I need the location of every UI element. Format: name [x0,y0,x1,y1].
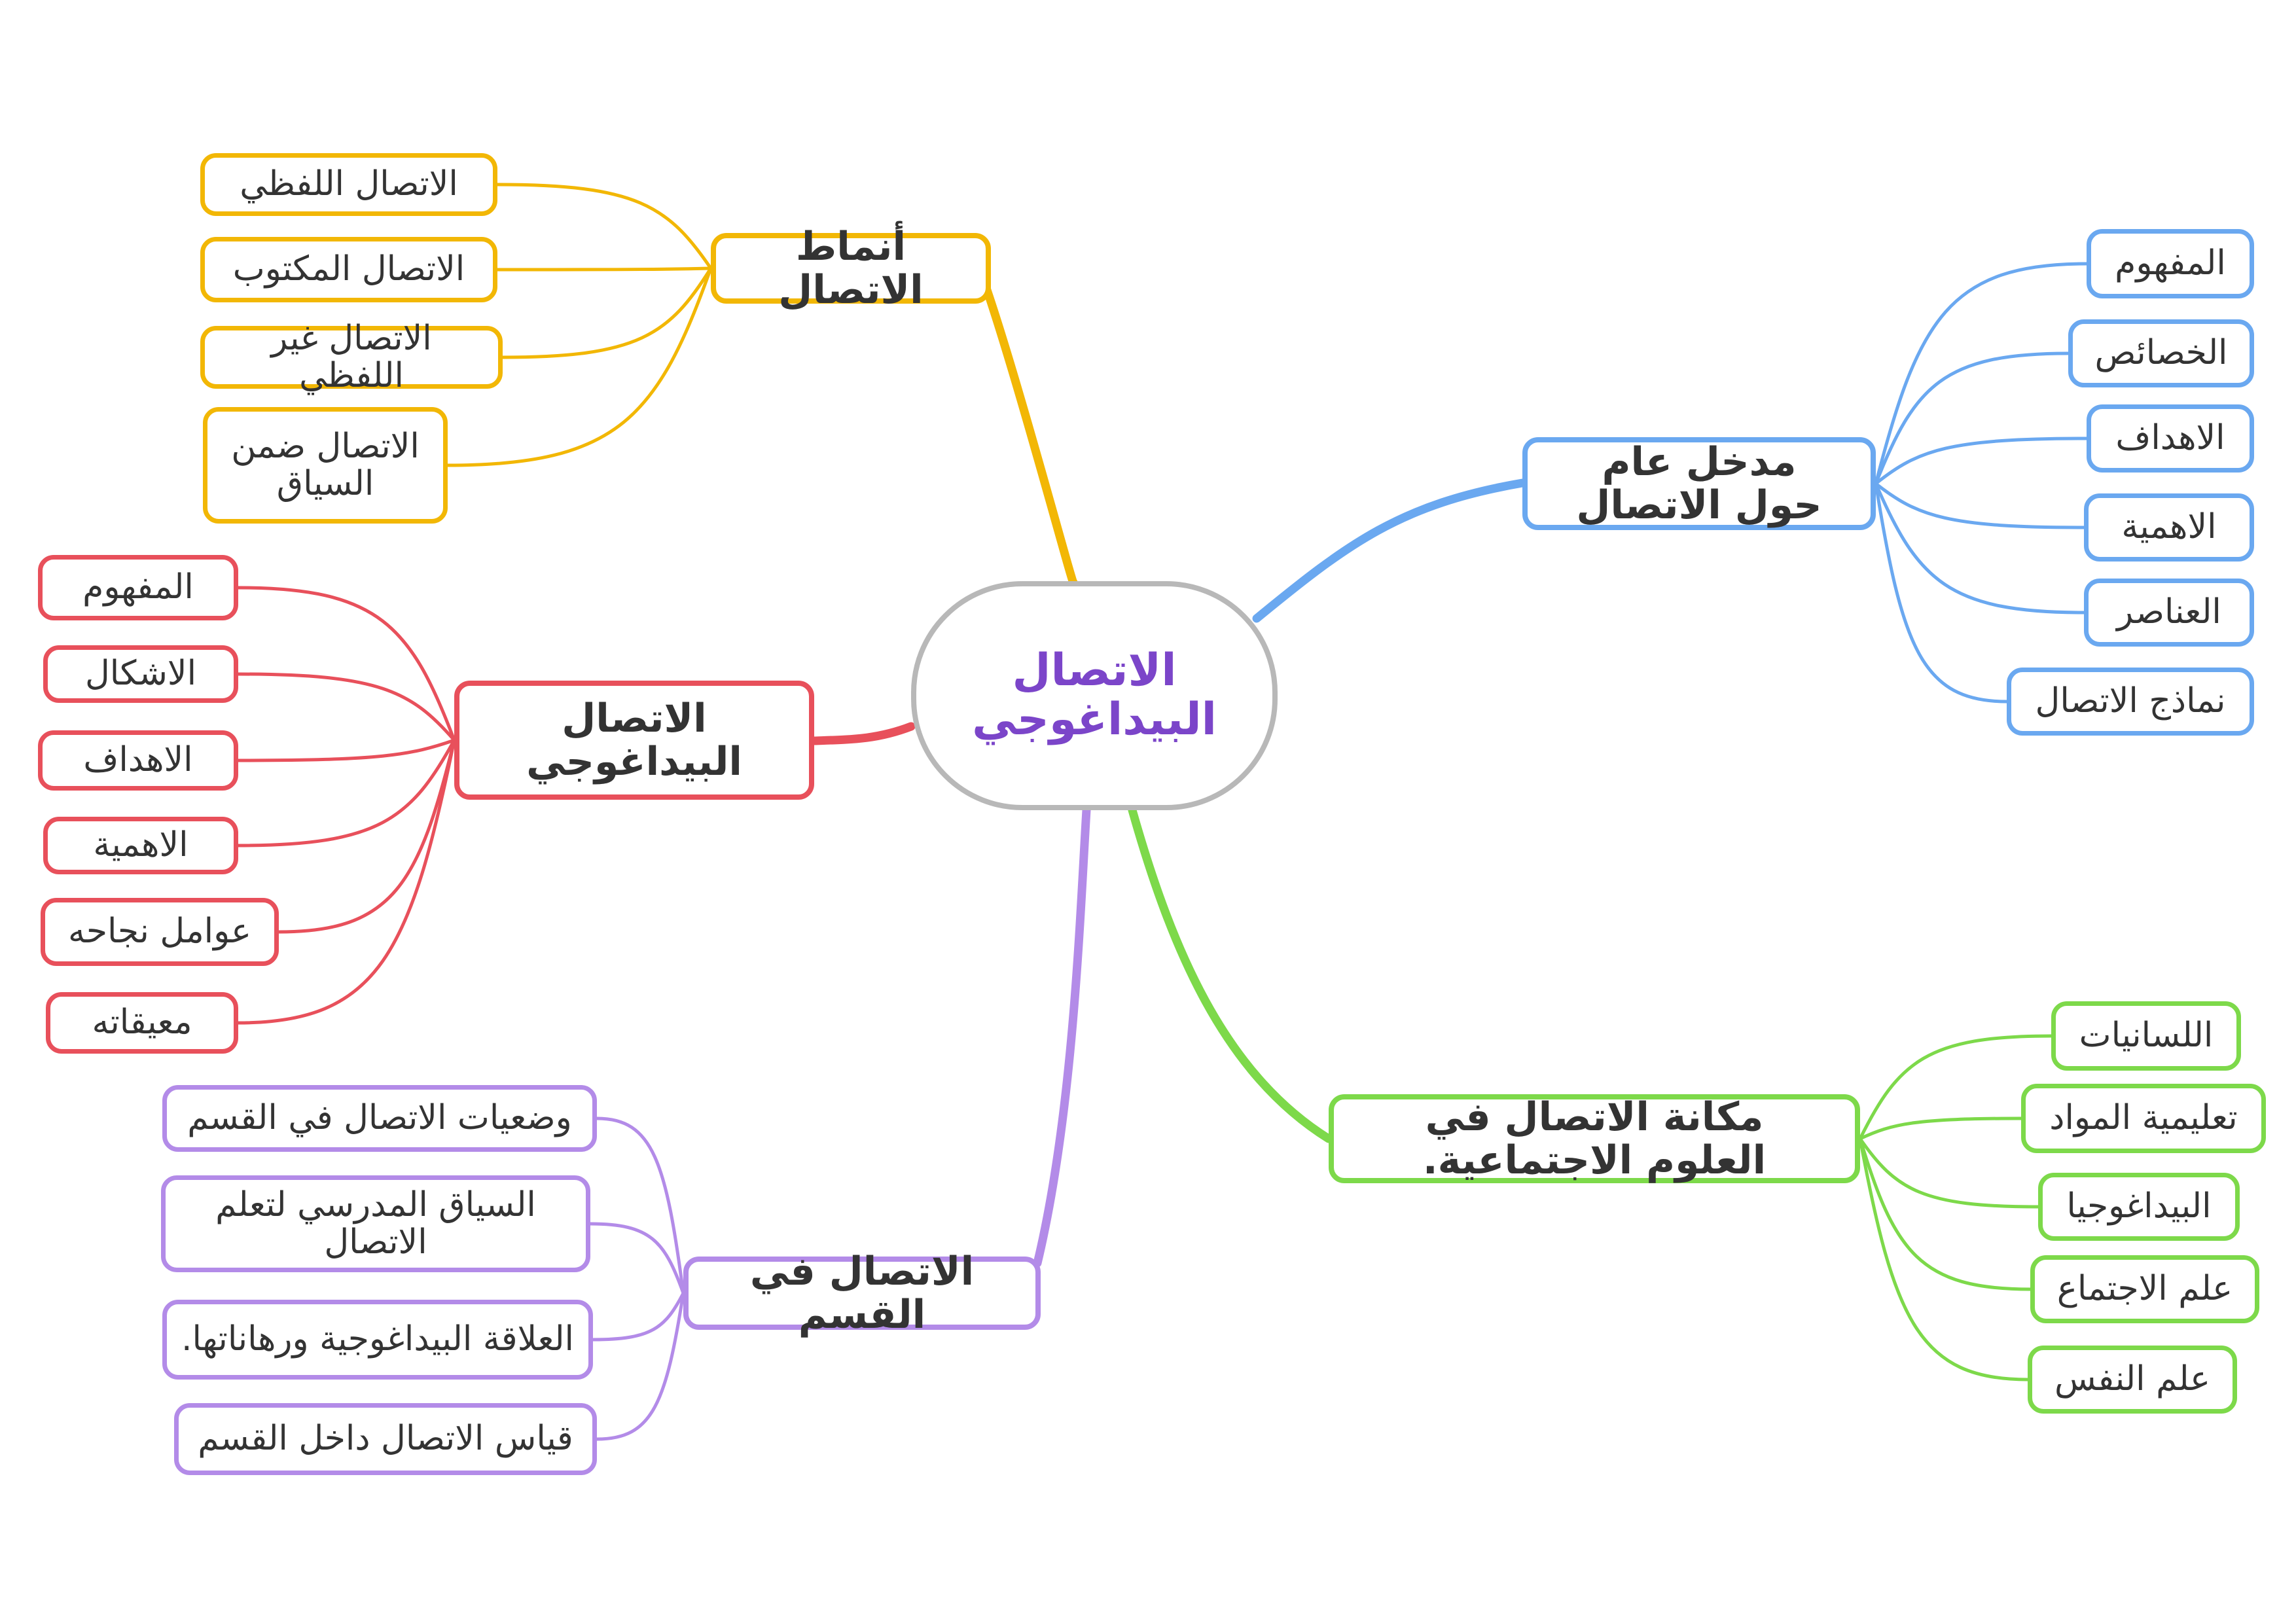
leaf-measuring-communication[interactable]: قياس الاتصال داخل القسم [174,1403,597,1475]
leaf-school-context[interactable]: السياق المدرسي لتعلم الاتصال [161,1175,590,1272]
leaf-connector [1874,482,2086,529]
main-connector [810,722,916,745]
leaf-connector [1858,1137,2040,1209]
leaf-linguistics[interactable]: اللسانيات [2051,1001,2241,1071]
leaf-concept[interactable]: المفهوم [38,555,238,620]
leaf-connector [595,1116,685,1295]
branch-introduction[interactable]: مدخل عام حول الاتصال [1522,437,1876,530]
leaf-success-factors[interactable]: عوامل نجاحه [41,898,279,966]
leaf-concept[interactable]: المفهوم [2087,229,2254,298]
leaf-connector [277,738,456,934]
leaf-connector [236,738,456,762]
branch-pedagogical-communication[interactable]: الاتصال البيداغوجي [454,681,814,800]
leaf-forms[interactable]: الاشكال [43,645,238,703]
main-connector [1128,806,1333,1143]
main-connector [1033,806,1091,1268]
leaf-obstacles[interactable]: معيقاته [46,992,238,1054]
leaf-subject-didactics[interactable]: تعليمية المواد [2021,1084,2266,1153]
branch-social-sciences[interactable]: مكانة الاتصال في العلوم الاجتماعية. [1329,1094,1860,1183]
leaf-importance[interactable]: الاهمية [43,817,238,874]
leaf-characteristics[interactable]: الخصائص [2068,319,2254,387]
leaf-connector [1874,482,2086,615]
leaf-connector [236,738,456,847]
leaf-connector [446,266,713,467]
leaf-connector [591,1291,685,1342]
leaf-connector [236,586,456,742]
leaf-connector [236,738,456,1025]
leaf-sociology[interactable]: علم الاجتماع [2030,1255,2259,1323]
leaf-psychology[interactable]: علم النفس [2028,1346,2237,1414]
leaf-connector [1874,351,2070,486]
leaf-connector [1858,1137,2030,1382]
leaf-verbal-communication[interactable]: الاتصال اللفظي [200,153,497,216]
main-connector [977,270,1078,587]
leaf-objectives[interactable]: الاهداف [2087,404,2254,473]
leaf-pedagogical-relation[interactable]: العلاقة البيداغوجية ورهاناتها. [162,1300,593,1380]
central-topic[interactable]: الاتصال البيداغوجي [911,581,1278,810]
leaf-connector [1874,437,2089,486]
leaf-connector [1858,1034,2053,1141]
leaf-elements[interactable]: العناصر [2084,579,2254,647]
leaf-connector [495,266,713,272]
leaf-connector [236,672,456,742]
main-connector [1252,478,1527,623]
leaf-connector [495,183,713,270]
leaf-written-communication[interactable]: الاتصال المكتوب [200,237,497,302]
leaf-connector [501,266,713,359]
leaf-importance[interactable]: الاهمية [2084,493,2254,562]
leaf-nonverbal-communication[interactable]: الاتصال غير اللفظي [200,319,503,395]
leaf-connector [595,1291,685,1441]
leaf-classroom-situations[interactable]: وضعيات الاتصال في القسم [162,1085,597,1152]
leaf-connector [1874,482,2009,704]
leaf-connector [1858,1137,2032,1291]
leaf-pedagogy[interactable]: البيداغوجيا [2038,1173,2240,1241]
leaf-connector [1874,262,2089,486]
branch-communication-patterns[interactable]: أنماط الاتصال [711,225,991,312]
leaf-connector [588,1222,685,1295]
leaf-communication-models[interactable]: نماذج الاتصال [2007,668,2254,736]
branch-classroom-communication[interactable]: الاتصال في القسم [683,1250,1041,1336]
leaf-contextual-communication[interactable]: الاتصال ضمن السياق [203,407,448,524]
leaf-connector [1858,1116,2023,1141]
leaf-objectives[interactable]: الاهداف [38,730,238,791]
